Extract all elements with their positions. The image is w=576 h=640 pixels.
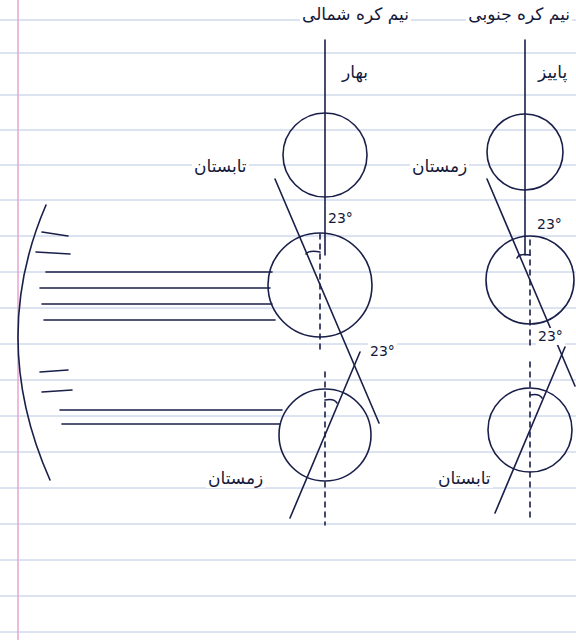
ruled-line: [0, 308, 576, 309]
ruled-line: [0, 560, 576, 561]
ruled-line: [0, 344, 576, 345]
ray: [40, 287, 270, 289]
sun-rays: [36, 232, 282, 424]
season-label: بهار: [340, 62, 370, 82]
vertical-reference: [324, 372, 326, 525]
ruled-line: [0, 452, 576, 453]
ray: [62, 423, 280, 425]
ray: [40, 370, 68, 372]
ruled-line: [0, 632, 576, 633]
angle-arc: [517, 254, 530, 258]
earth-circle: [487, 114, 563, 190]
season-label: پاییز: [536, 62, 569, 82]
notebook-ruling: [0, 20, 576, 632]
ray: [42, 390, 72, 392]
ruled-line: [0, 200, 576, 201]
season-label: تابستان: [436, 468, 493, 488]
ruled-line: [0, 130, 576, 131]
ray: [42, 232, 68, 236]
angle-arc: [306, 251, 320, 254]
ruled-line: [0, 272, 576, 273]
season-label: تابستان: [192, 156, 249, 176]
earth-axis: [524, 40, 526, 255]
ruled-line: [0, 524, 576, 525]
ruled-line: [0, 380, 576, 381]
ray: [60, 409, 282, 411]
angle-label: 23°: [368, 343, 397, 360]
ray: [44, 319, 275, 321]
ray: [46, 271, 272, 273]
earth-circle: [283, 113, 367, 197]
sun-arc: [18, 205, 50, 480]
ruled-line: [0, 596, 576, 597]
ruled-line: [0, 95, 576, 96]
angle-arc: [530, 394, 542, 398]
vertical-reference: [529, 362, 531, 520]
hemisphere-heading: نیم کره جنوبی: [466, 4, 572, 24]
ray: [42, 303, 272, 305]
angle-label: 23°: [326, 210, 355, 227]
tilted-axis: [275, 179, 379, 423]
season-label: زمستان: [206, 468, 265, 488]
angle-label: 23°: [535, 216, 564, 233]
angle-label: 23°: [536, 328, 565, 345]
season-label: زمستان: [410, 156, 469, 176]
angle-arc: [325, 399, 337, 403]
ruled-line: [0, 53, 576, 54]
hemisphere-heading: نیم کره شمالی: [300, 4, 411, 24]
ray: [36, 252, 70, 254]
ruled-line: [0, 236, 576, 237]
